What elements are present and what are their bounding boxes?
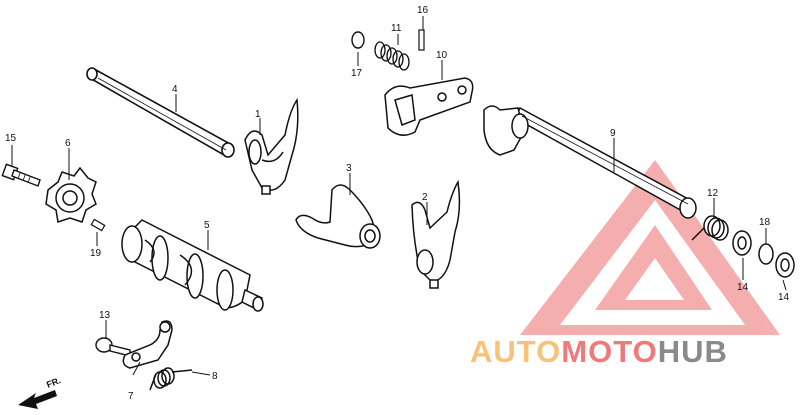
callout-17: 17 — [351, 68, 363, 79]
callout-4: 4 — [172, 84, 178, 95]
callout-12: 12 — [707, 188, 719, 199]
callout-3: 3 — [346, 163, 352, 174]
watermark-triangle-core — [625, 258, 684, 300]
part-2-shift-fork — [411, 179, 461, 289]
part-10-guide-plate — [384, 77, 474, 136]
front-direction-arrow: FR. — [18, 375, 62, 409]
watermark-word-auto: AUTOMOTOHUB — [470, 334, 728, 369]
part-14-washer-a — [732, 230, 752, 256]
part-11-spring — [374, 41, 410, 71]
part-13-bolt — [95, 337, 131, 357]
part-16-spring-pin — [418, 29, 425, 51]
callout-15: 15 — [5, 133, 17, 144]
callout-10: 10 — [436, 50, 448, 61]
part-15-bolt — [1, 163, 41, 187]
callouts: 1 2 3 4 5 6 7 8 9 10 11 12 13 14 14 15 1… — [5, 5, 790, 402]
part-6-drum-star-plate — [45, 166, 97, 223]
part-8-return-spring — [149, 367, 193, 391]
callout-5: 5 — [204, 220, 210, 231]
callout-14: 14 — [737, 282, 749, 293]
direction-label: FR. — [45, 375, 62, 390]
callout-2: 2 — [422, 192, 428, 203]
part-14-washer-b — [775, 252, 795, 278]
callout-16: 16 — [417, 5, 429, 16]
watermark-logo — [520, 160, 780, 335]
arrow-left-icon — [18, 390, 57, 409]
callout-11: 11 — [391, 23, 402, 34]
part-3-shift-fork — [295, 184, 381, 249]
part-7-stopper-arm — [122, 320, 173, 369]
part-9-gearshift-spindle — [483, 105, 697, 219]
part-5-shift-drum — [121, 219, 264, 312]
watermark-moto: MOTO — [561, 334, 657, 369]
part-12-spindle-return-spring — [691, 215, 729, 241]
callout-7: 7 — [128, 391, 134, 402]
callout-19: 19 — [90, 248, 102, 259]
leader-lines — [11, 16, 787, 376]
watermark-auto: AUTO — [470, 334, 561, 369]
callout-9: 9 — [610, 128, 616, 139]
callout-6: 6 — [65, 138, 71, 149]
part-1-shift-fork — [244, 97, 299, 195]
part-4-fork-shaft — [86, 67, 235, 158]
callout-1: 1 — [255, 109, 261, 120]
part-18-circlip — [758, 243, 774, 265]
watermark-hub: HUB — [658, 334, 728, 369]
callout-14-second: 14 — [778, 292, 790, 303]
part-17-circlip — [351, 31, 365, 49]
part-19-dowel-pin — [90, 218, 106, 232]
callout-13: 13 — [99, 310, 111, 321]
callout-8: 8 — [212, 371, 218, 382]
watermark-text: AUTOMOTOHUB — [470, 334, 728, 369]
callout-18: 18 — [759, 217, 771, 228]
